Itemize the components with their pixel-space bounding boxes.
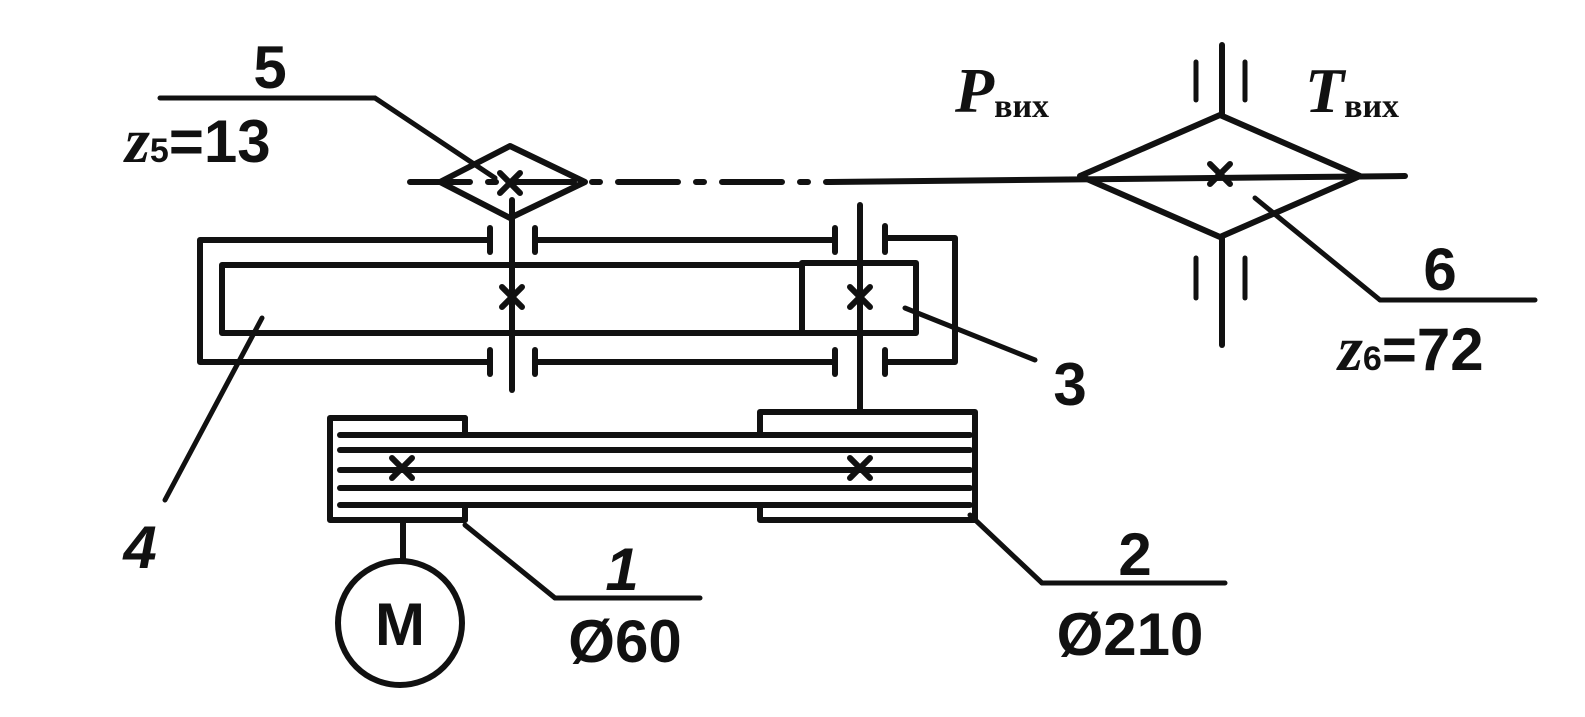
label-1-number: 1 (605, 536, 638, 603)
label-5-number: 5 (253, 34, 286, 101)
label-2-diameter: Ø210 (1057, 601, 1204, 668)
label-4-number: 4 (122, 514, 156, 581)
output-axis-line (407, 173, 1408, 185)
label-2-number: 2 (1118, 521, 1151, 588)
belt (337, 432, 973, 508)
motor: M (335, 517, 465, 688)
sprocket-6 (1077, 42, 1363, 348)
label-1-diameter: Ø60 (568, 608, 681, 675)
sprocket-5 (437, 143, 588, 221)
gear-housing (197, 223, 958, 377)
label-6-z: z6=72 (1336, 313, 1484, 384)
leader-lines (157, 95, 1538, 601)
motor-label: M (375, 591, 425, 658)
torque-out-label: Tвих (1305, 55, 1399, 126)
gear-3 (799, 260, 919, 336)
shafts (509, 197, 863, 413)
power-out-label: Pвих (954, 55, 1049, 126)
label-3-number: 3 (1053, 351, 1086, 418)
label-5-z: z5=13 (123, 105, 271, 176)
label-6-number: 6 (1423, 236, 1456, 303)
